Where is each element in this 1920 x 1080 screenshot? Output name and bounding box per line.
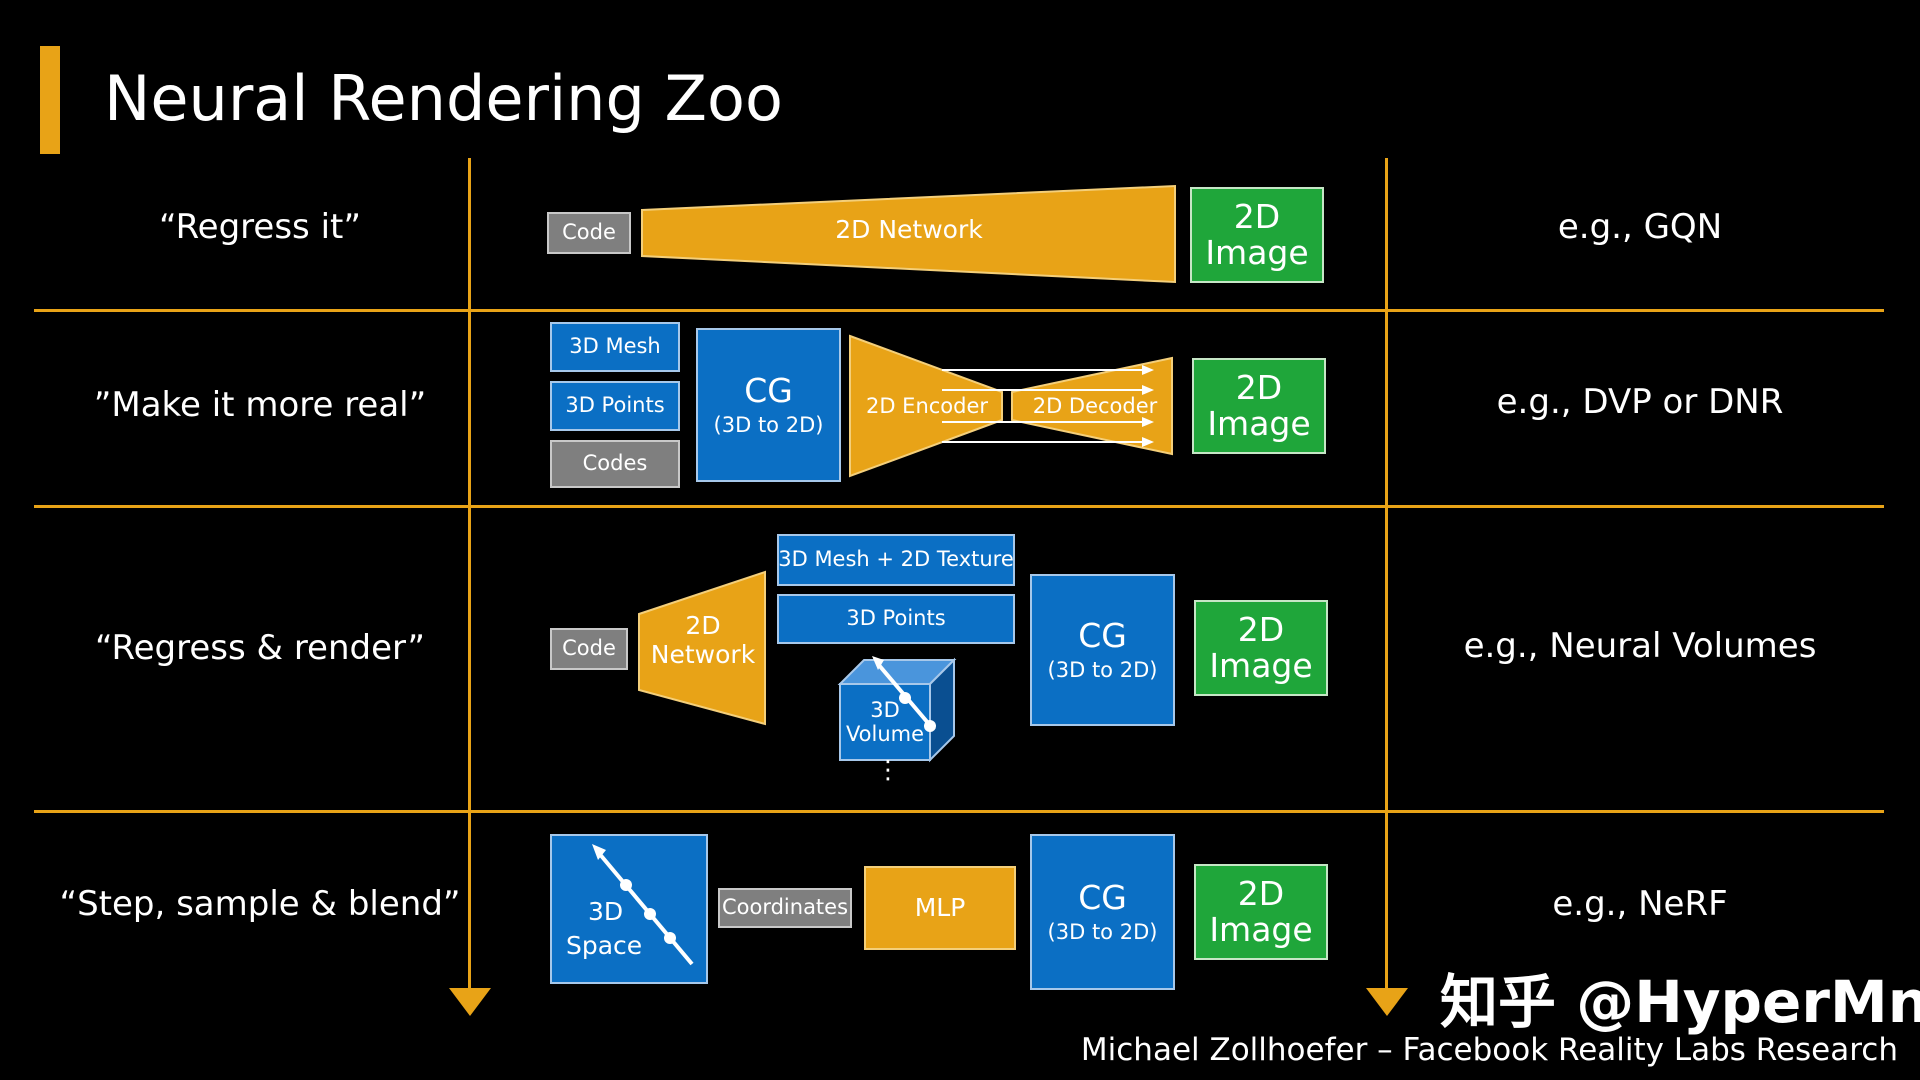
column-divider-left (468, 158, 471, 988)
space-line-2: Space (566, 931, 643, 960)
space-line-1: 3D (588, 897, 624, 926)
cg-title: CG (1078, 616, 1127, 656)
cg-subtitle: (3D to 2D) (1047, 919, 1158, 944)
cg-renderer: CG (3D to 2D) (1030, 834, 1175, 990)
output-line-2: Image (1209, 910, 1313, 949)
2d-network-wedge (638, 570, 766, 726)
2d-network-label: 2D Network (835, 215, 983, 244)
encoder-decoder-shape (849, 334, 1173, 478)
row-divider-1 (34, 309, 1884, 312)
watermark: 知乎 @HyperMn (1440, 968, 1920, 1036)
2d-network-wedge (641, 184, 1176, 284)
input-3d-mesh: 3D Mesh (550, 322, 680, 372)
3d-volume-label: 3D Volume (840, 698, 930, 746)
row-divider-3 (34, 810, 1884, 813)
cg-title: CG (744, 371, 793, 411)
decoder-label: 2D Decoder (1032, 394, 1158, 418)
2d-image-output: 2D Image (1194, 600, 1328, 696)
output-line-1: 2D (1235, 367, 1283, 407)
row-label-make-it-more-real: ”Make it more real” (93, 385, 427, 425)
volume-line-2: Volume (845, 722, 925, 747)
code-box: Code (547, 212, 631, 254)
output-line-2: Image (1205, 233, 1309, 272)
input-codes: Codes (550, 440, 680, 488)
input-3d-points: 3D Points (550, 381, 680, 431)
mlp-box: MLP (864, 866, 1016, 950)
output-line-1: 2D (1233, 196, 1281, 236)
output-line-2: Image (1209, 646, 1313, 685)
example-neural-volumes: e.g., Neural Volumes (1463, 626, 1817, 666)
slide-title: Neural Rendering Zoo (104, 62, 783, 135)
cg-subtitle: (3D to 2D) (713, 412, 824, 437)
network-line-1: 2D (685, 611, 721, 640)
column-divider-left-arrow-icon (449, 988, 491, 1016)
3d-volume-cube-icon (837, 656, 957, 763)
example-gqn: e.g., GQN (1557, 207, 1723, 247)
2d-image-output: 2D Image (1190, 187, 1324, 283)
row-divider-2 (34, 505, 1884, 508)
author-credit: Michael Zollhoefer – Facebook Reality La… (1080, 1032, 1898, 1068)
rep-3d-points: 3D Points (777, 594, 1015, 644)
title-accent-bar (40, 46, 60, 154)
coordinates-box: Coordinates (718, 888, 852, 928)
row-label-regress-render: “Regress & render” (94, 628, 426, 668)
output-line-1: 2D (1237, 609, 1285, 649)
skip-connection-arrows-icon (942, 365, 1154, 447)
ray-samples-icon (592, 844, 694, 966)
network-line-2: Network (650, 639, 756, 669)
rep-3d-mesh-2d-texture: 3D Mesh + 2D Texture (777, 534, 1015, 586)
2d-network-label: 2D Network (637, 611, 769, 670)
2d-image-output: 2D Image (1194, 864, 1328, 960)
volume-line-1: 3D (870, 698, 900, 722)
cg-subtitle: (3D to 2D) (1047, 657, 1158, 682)
row-label-regress-it: “Regress it” (159, 207, 361, 247)
example-dvp-dnr: e.g., DVP or DNR (1496, 382, 1784, 422)
encoder-label: 2D Encoder (865, 394, 989, 418)
example-nerf: e.g., NeRF (1552, 884, 1728, 924)
cg-title: CG (1078, 878, 1127, 918)
output-line-2: Image (1207, 404, 1311, 443)
cg-renderer: CG (3D to 2D) (696, 328, 841, 482)
row-label-step-sample-blend: “Step, sample & blend” (59, 884, 461, 924)
cg-renderer: CG (3D to 2D) (1030, 574, 1175, 726)
column-divider-right-arrow-icon (1366, 988, 1408, 1016)
code-box: Code (550, 628, 628, 670)
2d-image-output: 2D Image (1192, 358, 1326, 454)
3d-space-box: 3D Space (550, 834, 708, 984)
output-line-1: 2D (1237, 873, 1285, 913)
column-divider-right (1385, 158, 1388, 988)
more-representations-ellipsis: ⋮ (875, 755, 901, 784)
